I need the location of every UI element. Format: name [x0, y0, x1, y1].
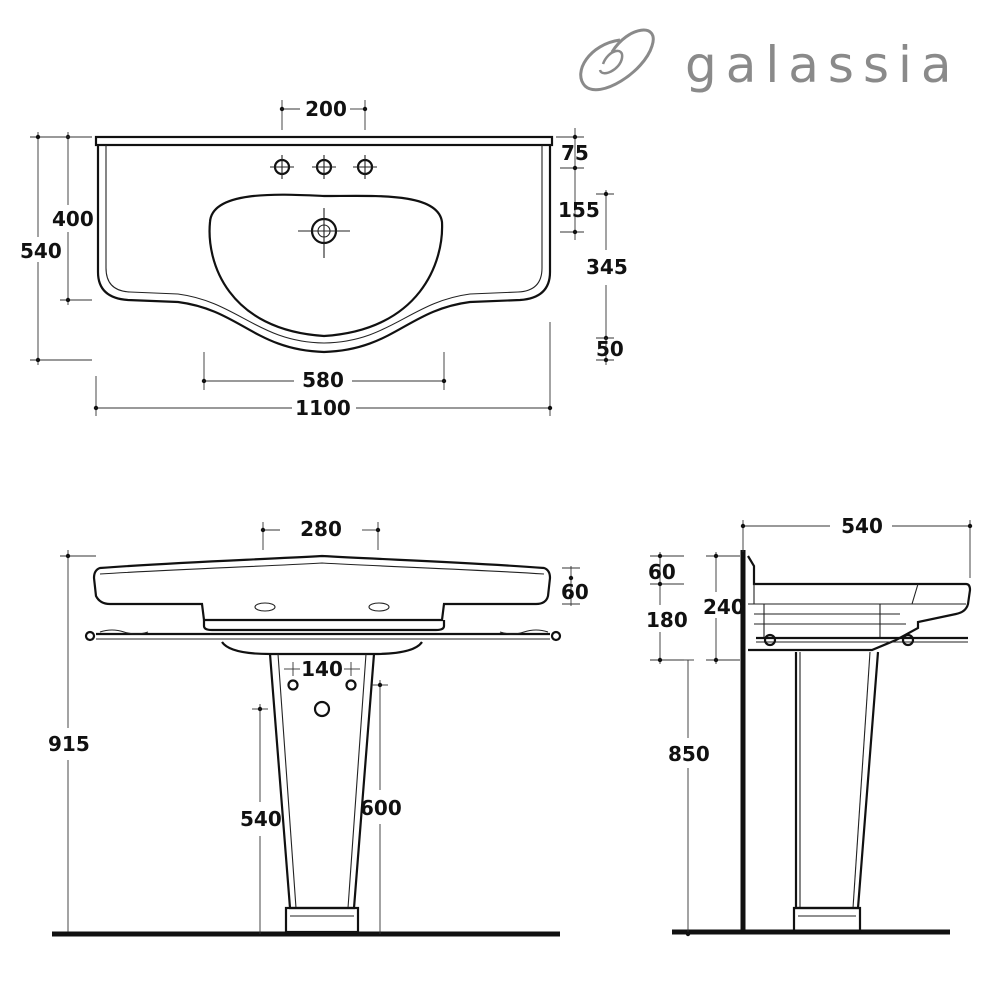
tap-hole-right — [353, 155, 377, 179]
dim-label: 540 — [240, 807, 282, 831]
dim-bracket-height: 180 — [646, 588, 688, 664]
basin-top-outline — [94, 135, 554, 354]
galassia-logo: galassia — [579, 28, 961, 94]
dim-label: 915 — [48, 732, 90, 756]
galassia-swirl-icon — [579, 28, 655, 92]
dim-front-offset: 50 — [596, 337, 624, 365]
dim-label: 345 — [586, 255, 628, 279]
tap-hole-center — [312, 155, 336, 179]
side-view: 540 60 180 240 850 — [646, 514, 973, 937]
towel-rail-side — [756, 633, 968, 647]
front-view: 280 60 140 915 540 600 — [48, 517, 589, 937]
dim-drain-height: 540 — [240, 704, 282, 934]
dim-basin-depth: 345 — [586, 190, 628, 342]
dim-total-depth: 540 — [20, 132, 92, 365]
dim-thickness: 60 — [561, 566, 589, 606]
dim-label: 200 — [305, 97, 347, 121]
dim-label: 50 — [596, 337, 624, 361]
dim-rim-depth: 75 — [556, 128, 589, 180]
dim-label: 1100 — [295, 396, 351, 420]
dim-total-height: 915 — [48, 550, 96, 937]
dim-side-depth: 540 — [740, 514, 973, 578]
fixing-hole-left — [287, 679, 299, 691]
dim-label: 240 — [703, 595, 745, 619]
brand-name: galassia — [685, 36, 961, 94]
bowl-outline — [208, 193, 444, 338]
tap-holes — [270, 155, 377, 179]
dim-label: 280 — [300, 517, 342, 541]
dim-label: 75 — [561, 141, 589, 165]
dim-pedestal-height: 850 — [668, 659, 710, 937]
tap-hole-left — [270, 155, 294, 179]
dim-label: 140 — [301, 657, 343, 681]
dim-supply-height: 600 — [360, 680, 402, 934]
dim-pedestal-holes: 140 — [284, 657, 360, 681]
supply-hole — [313, 700, 331, 718]
dim-overall-height: 240 — [703, 552, 745, 664]
dim-label: 180 — [646, 608, 688, 632]
towel-rail — [84, 629, 562, 642]
dim-tap-to-drain: 155 — [558, 180, 600, 240]
dim-total-width: 1100 — [93, 322, 553, 420]
pedestal-side — [792, 651, 880, 934]
top-view: 200 75 155 345 50 — [20, 97, 628, 420]
dim-bowl-width: 580 — [201, 352, 447, 392]
dim-label: 850 — [668, 742, 710, 766]
dim-tap-spacing: 200 — [279, 97, 368, 130]
dim-label: 540 — [841, 514, 883, 538]
pedestal-front — [221, 641, 423, 934]
dim-side-depth: 400 — [52, 132, 94, 305]
fixing-hole-right — [345, 679, 357, 691]
dim-label: 580 — [302, 368, 344, 392]
dim-fixing-spacing: 280 — [260, 517, 381, 550]
dim-label: 540 — [20, 239, 62, 263]
dim-label: 400 — [52, 207, 94, 231]
drain-icon — [298, 208, 350, 258]
basin-side-outline — [747, 555, 972, 652]
dim-side-rim: 60 — [648, 552, 684, 588]
dim-label: 155 — [558, 198, 600, 222]
basin-front-outline — [92, 554, 552, 632]
dim-label: 60 — [648, 560, 676, 584]
dim-label: 60 — [561, 580, 589, 604]
dim-label: 600 — [360, 796, 402, 820]
